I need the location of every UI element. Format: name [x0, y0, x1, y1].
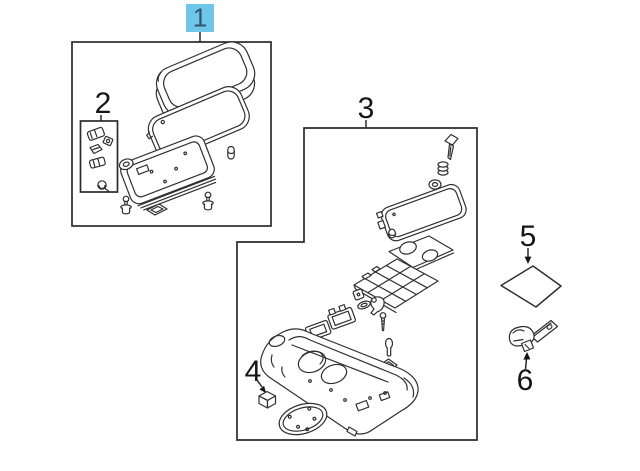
callout-3[interactable]: 3	[358, 92, 375, 128]
screw-small-drawing	[379, 312, 387, 332]
callout-6-label[interactable]: 6	[517, 364, 534, 397]
latch-part-drawing	[88, 156, 106, 169]
callout-5-arrowhead	[524, 256, 532, 264]
gasket-plate-drawing	[146, 203, 168, 216]
round-screw-drawing	[97, 180, 110, 193]
oval-ring-drawing	[357, 300, 371, 310]
small-grommet-drawing	[388, 228, 397, 239]
grid-tray-drawing	[353, 258, 439, 314]
bumper-knob-drawing	[227, 145, 235, 160]
diamond-pad-drawing	[500, 265, 562, 308]
lid-frame-drawing	[146, 86, 250, 160]
callout-1-highlight[interactable]	[186, 4, 214, 32]
callout-5[interactable]: 5	[520, 220, 537, 264]
callout-5-label[interactable]: 5	[520, 220, 537, 253]
hook-bracket-drawing	[370, 296, 385, 316]
callout-4-line	[256, 379, 263, 388]
bracket-flap-drawing	[520, 339, 535, 353]
callout-3-label[interactable]: 3	[358, 92, 375, 125]
console-lid-drawing	[375, 183, 467, 242]
assembly-box-1	[71, 41, 272, 227]
callout-4[interactable]: 4	[245, 355, 266, 393]
callout-1-label[interactable]: 1	[193, 3, 207, 33]
grommet-drawing	[428, 179, 442, 190]
latch-bracket-b-drawing	[327, 304, 356, 330]
callout-2-label[interactable]: 2	[95, 87, 112, 120]
grid-lines	[364, 264, 428, 302]
pin-drawing	[384, 337, 394, 357]
callout-6-arrowhead	[523, 352, 531, 360]
nut-part-drawing	[102, 135, 114, 147]
callout-2[interactable]: 2	[95, 87, 112, 121]
clip-part-4-drawing	[258, 390, 277, 409]
coil-spring-drawing	[437, 161, 449, 176]
callout-6[interactable]: 6	[517, 352, 534, 397]
diamond-pad-part-5	[500, 265, 562, 308]
oval-pad-drawing	[278, 402, 328, 436]
console-base-drawing	[260, 328, 419, 437]
callout-4-label[interactable]: 4	[245, 355, 262, 388]
assembly-box-3: 4	[236, 127, 478, 441]
push-pin-drawing	[444, 133, 459, 161]
bracket-strap-drawing	[530, 319, 559, 343]
callout-1[interactable]: 1	[186, 3, 214, 43]
hardware-kit-box-2	[79, 120, 119, 193]
callout-6-line	[524, 358, 528, 370]
clip-part-drawing	[86, 126, 105, 141]
clip-part-drawing	[89, 143, 103, 155]
small-clip-drawing	[352, 288, 365, 301]
hinge-base-drawing	[118, 135, 217, 211]
callout-4-arrowhead	[259, 385, 266, 393]
bracket-part-6	[508, 319, 559, 353]
